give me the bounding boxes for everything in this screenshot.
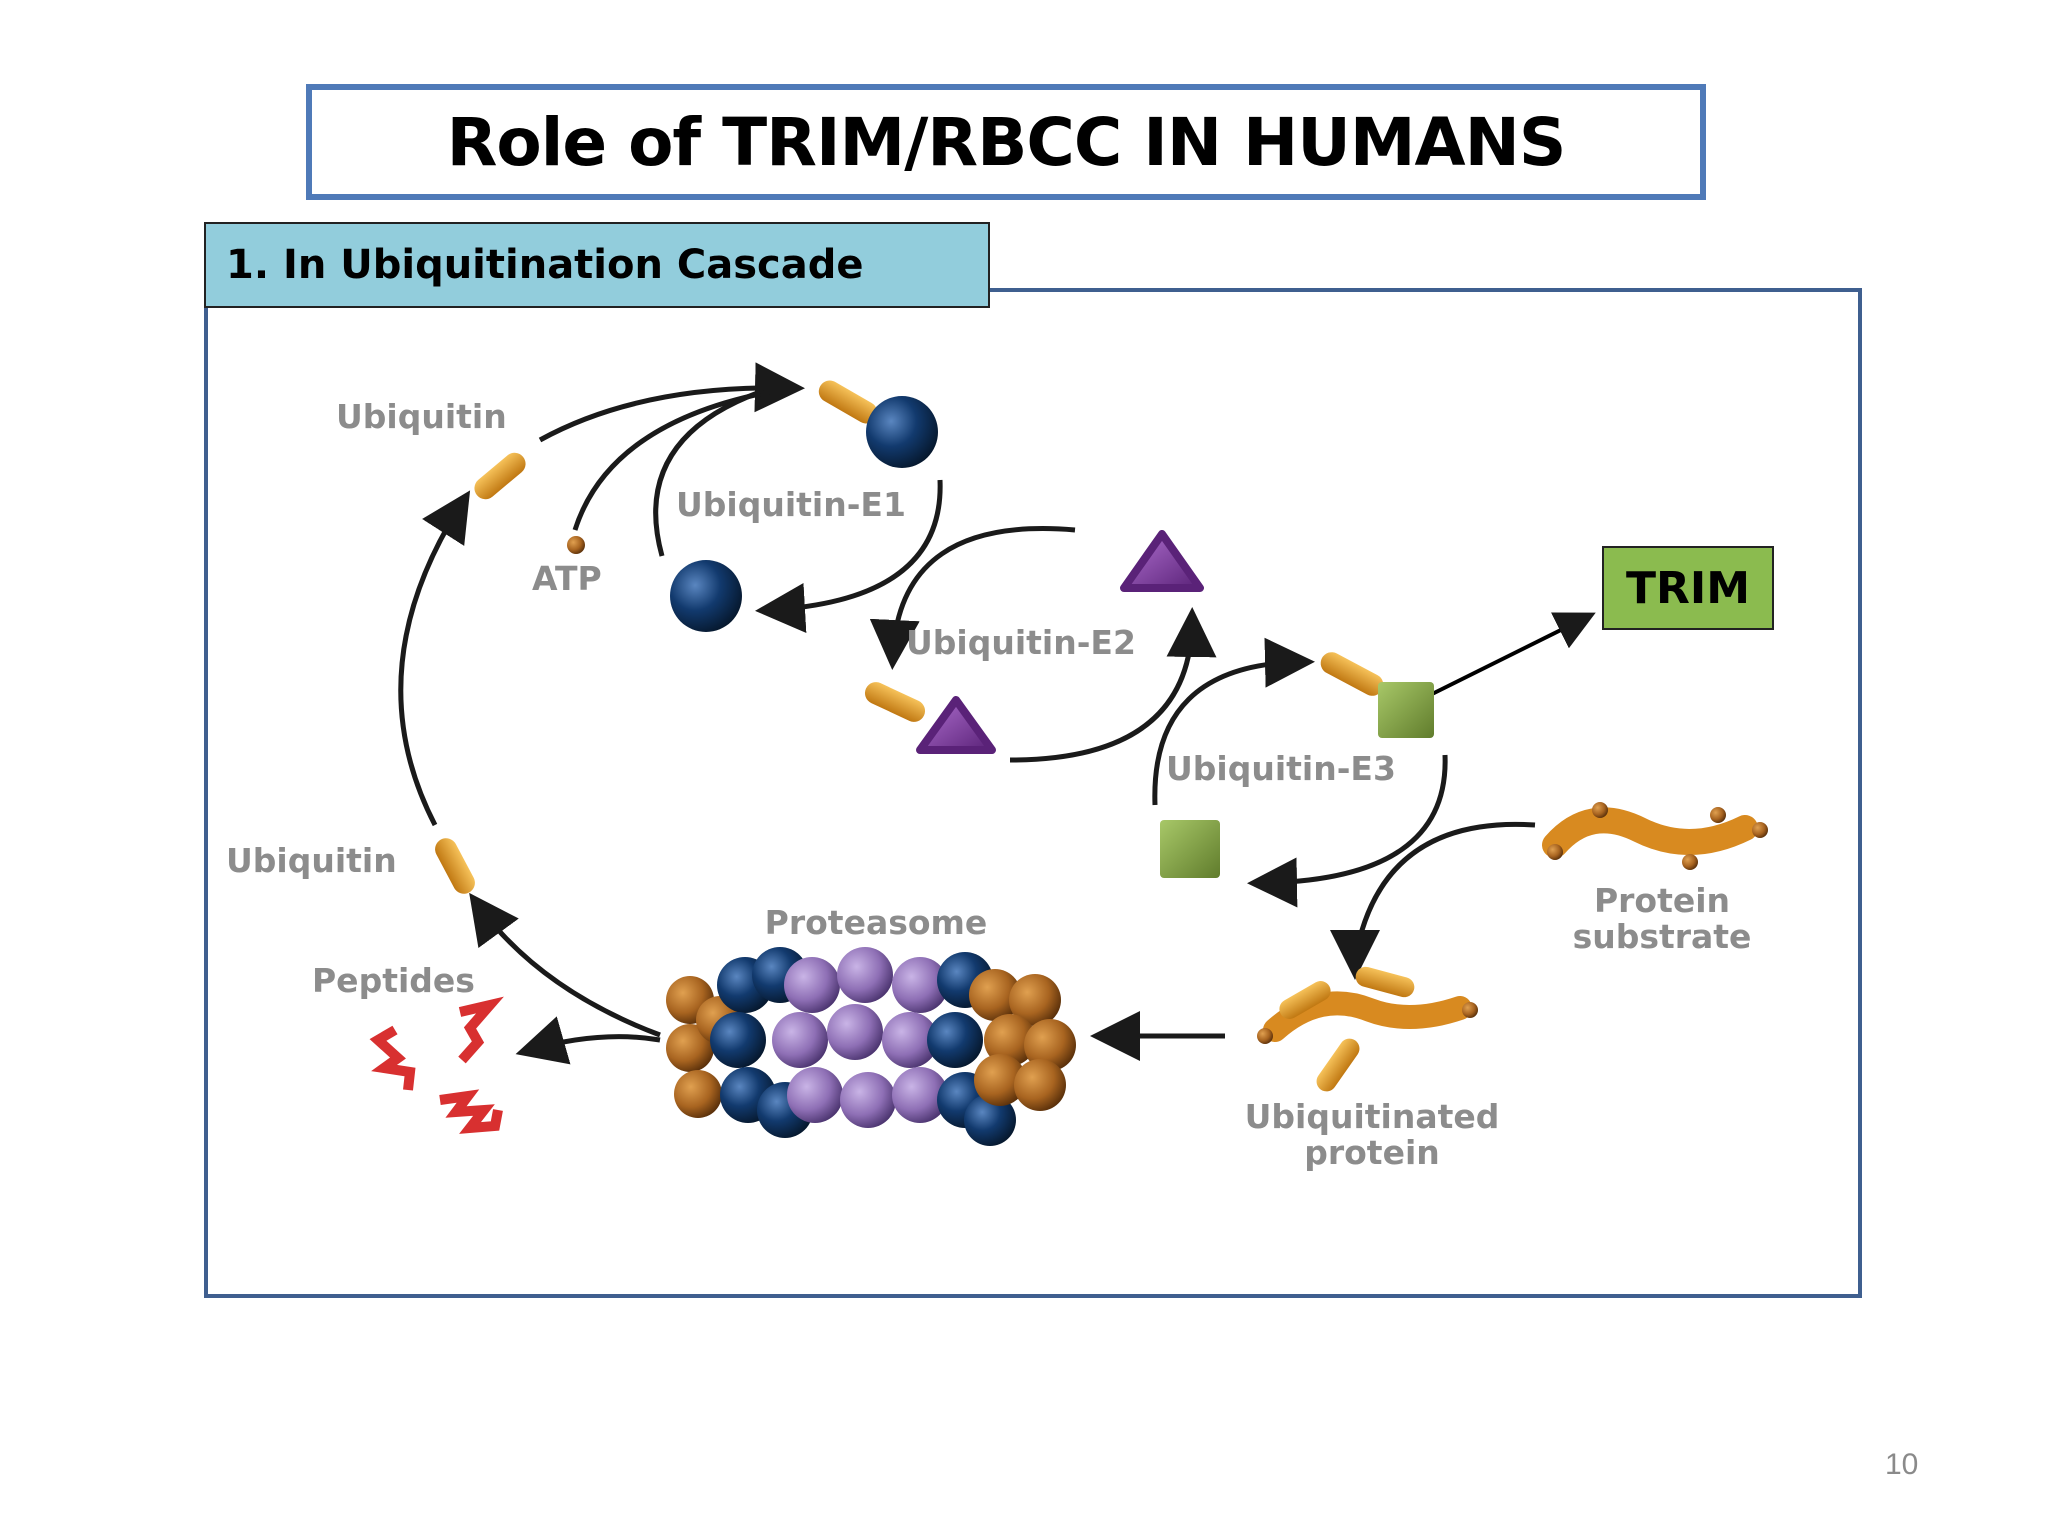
- arrow-ubiquitin-to-e1: [538, 362, 805, 443]
- label-ubiquitinated-line1: Ubiquitinated: [1245, 1097, 1500, 1136]
- ubiquitinated-protein-icon: [1257, 966, 1478, 1092]
- label-protein-substrate-line2: substrate: [1573, 917, 1752, 956]
- label-ubiquitinated-line2: protein: [1304, 1133, 1440, 1172]
- proteasome-icon: [666, 947, 1076, 1146]
- e3-ubiquitin-complex-icon: [1320, 652, 1434, 738]
- e1-ubiquitin-complex-icon: [818, 380, 938, 468]
- arrow-proteasome-to-ubiquitin: [469, 892, 661, 1038]
- page-number: 10: [1885, 1448, 1919, 1481]
- arrow-e1-return: [755, 479, 943, 633]
- e3-enzyme-icon: [1160, 820, 1220, 878]
- trim-pointer-arrow: [1419, 612, 1596, 702]
- label-proteasome: Proteasome: [765, 903, 988, 942]
- section-heading: 1. In Ubiquitination Cascade: [226, 242, 864, 288]
- protein-substrate-icon: [1542, 802, 1768, 870]
- e2-enzyme-icon: [1120, 530, 1204, 592]
- section-heading-box: 1. In Ubiquitination Cascade: [204, 222, 990, 308]
- label-atp: ATP: [532, 559, 602, 598]
- peptides-icon: [369, 996, 504, 1134]
- atp-icon: [567, 536, 585, 554]
- ubiquitin-left-icon: [435, 838, 475, 894]
- arrow-e3-return: [1247, 754, 1448, 908]
- arrow-to-peptides: [515, 1016, 661, 1065]
- e2-ubiquitin-complex-icon: [864, 682, 996, 754]
- label-protein-substrate-line1: Protein: [1594, 881, 1730, 920]
- label-ubiquitin-e3: Ubiquitin-E3: [1166, 749, 1396, 788]
- label-peptides: Peptides: [312, 961, 475, 1000]
- label-ubiquitin-e1: Ubiquitin-E1: [676, 485, 906, 524]
- ubiquitin-top-icon: [474, 452, 526, 500]
- arrow-e1-to-e2: [869, 526, 1076, 670]
- page-title: Role of TRIM/RBCC IN HUMANS: [446, 103, 1567, 181]
- arrow-e2-up: [1009, 607, 1217, 763]
- label-ubiquitin-top: Ubiquitin: [336, 397, 507, 436]
- cascade-arrows: [398, 362, 1536, 1065]
- trim-label-box: TRIM: [1602, 546, 1774, 630]
- arrow-e2-to-e3: [1152, 637, 1315, 806]
- arrow-ubiquitin-up: [398, 490, 471, 827]
- trim-label: TRIM: [1625, 562, 1751, 614]
- arrow-e1-loop: [653, 389, 761, 557]
- label-ubiquitin-left: Ubiquitin: [226, 841, 397, 880]
- label-ubiquitin-e2: Ubiquitin-E2: [906, 623, 1136, 662]
- title-box: Role of TRIM/RBCC IN HUMANS: [306, 84, 1706, 200]
- arrow-substrate-to-e3: [1330, 821, 1536, 980]
- e1-enzyme-icon: [670, 560, 742, 632]
